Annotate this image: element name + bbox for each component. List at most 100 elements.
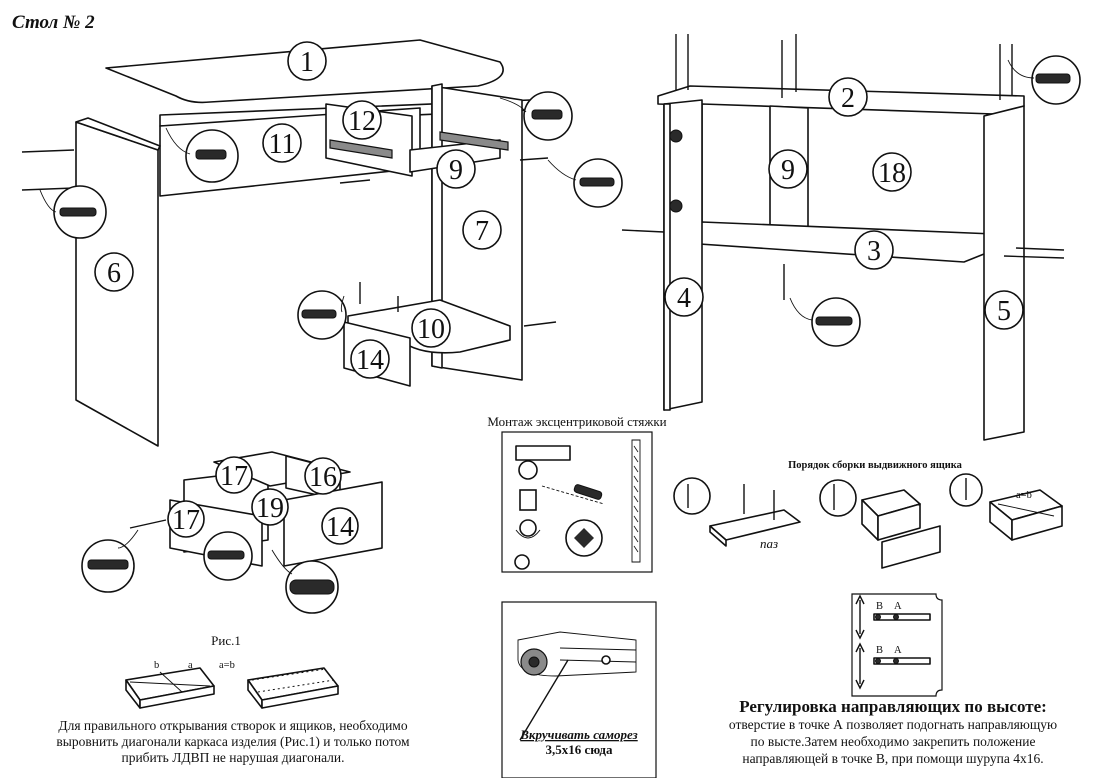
drawer-step2-facade bbox=[881, 525, 941, 569]
height-slide-1 bbox=[873, 613, 931, 621]
part-label-13: 12 bbox=[348, 106, 376, 137]
eccentric-icon bbox=[203, 531, 253, 581]
height-adjust-inset: B A B A bbox=[851, 593, 943, 697]
hutch-right-side-5 bbox=[983, 105, 1025, 441]
eccentric-caption: Монтаж эксцентриковой стяжки bbox=[487, 414, 666, 429]
eccentric-turn bbox=[519, 519, 537, 537]
screw-hole bbox=[601, 655, 611, 665]
drawer-slide-upper bbox=[439, 131, 509, 151]
eccentric-bottom bbox=[514, 554, 530, 570]
diagonal-note-line-3: прибить ЛДВП не нарушая диагонали. bbox=[121, 750, 344, 765]
drawer-step3-diagonal bbox=[997, 503, 1055, 517]
height-adjust-line-1: отверстие в точке А позволяет подогнать … bbox=[729, 717, 1057, 732]
part-label-9: 9 bbox=[781, 155, 795, 186]
part-label-10: 9 bbox=[449, 155, 463, 186]
arrow-icon bbox=[515, 529, 541, 539]
fig1-mark-b: b bbox=[154, 660, 159, 671]
height-adjust-line-2: по высте.Затем необходимо закрепить поло… bbox=[751, 734, 1036, 749]
desk-assembly: 1 11 12 9 7 6 10 14 bbox=[21, 39, 623, 447]
height-adjust-line-3: направляющей в точке В, при помощи шуруп… bbox=[742, 751, 1043, 766]
eccentric-detail-icon bbox=[574, 528, 594, 548]
arrow-icon-heads bbox=[855, 594, 865, 640]
part-label-1: 1 bbox=[300, 47, 314, 78]
height-adjust-heading: Регулировка направляющих по высоте: bbox=[739, 697, 1047, 716]
height-label-a-2: A bbox=[894, 645, 902, 656]
screw-icon bbox=[129, 519, 167, 529]
eccentric-hatch bbox=[633, 445, 639, 553]
diagonal-note: Для правильного открывания створок и ящи… bbox=[56, 718, 410, 765]
screw-slide-line-2 bbox=[559, 659, 637, 663]
part-label-6: 6 bbox=[107, 258, 121, 289]
part-label-18: 17 bbox=[220, 461, 248, 492]
fig1-label: Рис.1 bbox=[211, 633, 241, 648]
screw-wheel-hub bbox=[528, 656, 540, 668]
part-label-2: 2 bbox=[841, 83, 855, 114]
drawer-step1-detail bbox=[673, 477, 711, 515]
part-label-11: 10 bbox=[417, 314, 445, 345]
height-label-b-1: B bbox=[876, 601, 883, 612]
screw-inset-frame bbox=[501, 601, 657, 778]
part-label-17-right: 16 bbox=[309, 462, 337, 493]
part-label-14: 14 bbox=[356, 345, 384, 376]
screw-note-line-1: Вкручивать саморез bbox=[519, 727, 637, 742]
diagonal-note-line-2: выровнить диагонали каркаса изделия (Рис… bbox=[56, 734, 410, 749]
screw-placement-inset: Вкручивать саморез 3,5х16 сюда bbox=[501, 601, 657, 778]
arrow-icon-2-heads bbox=[855, 642, 865, 690]
drawer-step1-panel bbox=[709, 509, 801, 541]
hutch-left-side-edge bbox=[663, 103, 671, 411]
eccentric-icon bbox=[53, 91, 623, 340]
eccentric-side-panel bbox=[631, 439, 641, 563]
diagonal-note-line-1: Для правильного открывания створок и ящи… bbox=[58, 718, 407, 733]
height-label-a-1: A bbox=[894, 601, 902, 612]
height-point-b-1 bbox=[875, 614, 881, 620]
hutch-back bbox=[701, 103, 995, 241]
eccentric-icon bbox=[669, 55, 1081, 347]
part-label-16: 14 bbox=[326, 512, 354, 543]
height-adjust-text: Регулировка направляющих по высоте: отве… bbox=[729, 697, 1057, 766]
drawer-assembly: 17 16 19 17 14 bbox=[81, 451, 383, 614]
eccentric-axis bbox=[541, 485, 605, 505]
height-point-b-2 bbox=[875, 658, 881, 664]
hutch-assembly: 2 9 18 3 4 5 bbox=[621, 34, 1081, 441]
screw-icon bbox=[81, 539, 135, 593]
drawer-order: Порядок сборки выдвижного ящика паз a=b bbox=[673, 460, 1063, 569]
eccentric-panel bbox=[515, 445, 571, 461]
fig1-diagonal-1 bbox=[129, 681, 211, 687]
part-label-4: 4 bbox=[677, 283, 691, 314]
eccentric-housing bbox=[519, 489, 537, 511]
drawer-step3-front bbox=[1011, 505, 1063, 541]
screw-icon bbox=[21, 149, 557, 327]
drawer-step2-detail bbox=[819, 479, 857, 517]
height-slide-2 bbox=[873, 657, 931, 665]
part-label-12: 11 bbox=[269, 129, 296, 160]
screwdriver-icon bbox=[285, 560, 339, 614]
drawer-ab-label: a=b bbox=[1016, 490, 1032, 501]
drawer-step1-edge bbox=[709, 525, 727, 547]
fig1-ab: a=b bbox=[219, 660, 235, 671]
height-point-a-1 bbox=[893, 614, 899, 620]
drawer-order-caption: Порядок сборки выдвижного ящика bbox=[788, 460, 963, 471]
height-label-b-2: B bbox=[876, 645, 883, 656]
height-point-a-2 bbox=[893, 658, 899, 664]
part-label-3: 3 bbox=[867, 236, 881, 267]
dowel-icon bbox=[573, 484, 603, 500]
part-label-5: 5 bbox=[997, 296, 1011, 327]
fig1-diagonal-2 bbox=[159, 671, 183, 693]
drawer-step2-front bbox=[877, 503, 921, 541]
part-label-19: 18 bbox=[878, 158, 906, 189]
fig1-panel-front bbox=[261, 685, 339, 709]
screw-note-line-2: 3,5х16 сюда bbox=[545, 742, 613, 757]
eccentric-cam bbox=[518, 460, 538, 480]
paz-label: паз bbox=[760, 536, 778, 551]
arrow-icon bbox=[519, 659, 569, 741]
screw-slide-line-1 bbox=[559, 647, 637, 651]
part-label-7: 7 bbox=[475, 216, 489, 247]
fig1-frame-front bbox=[139, 685, 215, 709]
fig1-mark-a: a bbox=[188, 660, 193, 671]
drawer-rail-13 bbox=[329, 139, 393, 159]
page-title: Стол № 2 bbox=[12, 12, 95, 33]
eccentric-inset: Монтаж эксцентриковой стяжки bbox=[487, 414, 667, 573]
part-label-17-left: 17 bbox=[172, 505, 200, 536]
desk-left-side-edge bbox=[75, 117, 161, 151]
